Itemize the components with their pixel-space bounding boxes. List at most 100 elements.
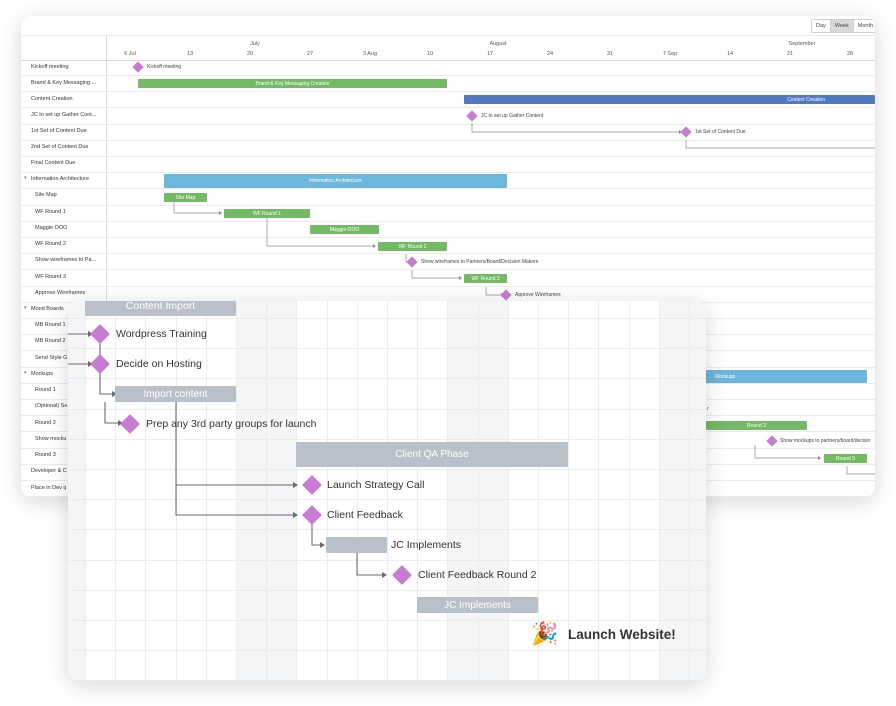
grid-col-line (598, 301, 600, 681)
grid-col-line (477, 301, 479, 681)
task-label[interactable]: Mood Boards (31, 306, 64, 312)
collapse-caret-icon[interactable]: ▾ (24, 305, 27, 311)
row-line (21, 172, 875, 174)
grid-col-line (266, 301, 268, 681)
group-bar[interactable]: Mockups (706, 370, 867, 383)
task-label[interactable]: Round 2 (35, 420, 56, 426)
zoom-day-button[interactable]: Day (812, 20, 831, 32)
phase-bar[interactable]: Client QA Phase (296, 442, 568, 467)
grid-col-line (236, 301, 237, 681)
milestone-label: JC to set up Gather Content (481, 113, 544, 119)
row-line (21, 285, 875, 287)
task-label[interactable]: WF Round 3 (35, 274, 66, 280)
task-bar[interactable] (326, 537, 387, 553)
zoom-week-button[interactable]: Week (830, 20, 854, 32)
task-label[interactable]: Final Content Due (31, 160, 76, 166)
month-label: September (788, 41, 816, 47)
collapse-caret-icon[interactable]: ▾ (24, 175, 27, 181)
milestone-label: Client Feedback Round 2 (418, 569, 537, 581)
row-line (21, 253, 875, 255)
milestone-label: Wordpress Training (116, 328, 207, 340)
grid-col-line (658, 301, 660, 681)
day-label: 17 (486, 51, 494, 57)
grid-col-line (447, 301, 449, 681)
grid-col-line (538, 301, 539, 681)
task-bar[interactable]: Brand & Key Messaging Creation (138, 79, 447, 88)
task-bar-label: JC Implements (391, 539, 462, 551)
task-bar[interactable]: Import content (115, 386, 236, 402)
row-line (21, 91, 875, 93)
grid-col-line (356, 301, 358, 681)
header-bottom-divider (21, 60, 875, 61)
task-label[interactable]: WF Round 1 (35, 209, 66, 215)
dependency-lines (173, 123, 875, 475)
task-bar[interactable]: Round 2 (706, 421, 807, 430)
task-label[interactable]: WF Round 2 (35, 241, 66, 247)
task-bar[interactable]: WF Round 1 (224, 209, 310, 218)
grid-col-line (417, 301, 419, 681)
task-label[interactable]: Approve Wireframes (35, 290, 86, 296)
row-line (21, 237, 875, 238)
milestone-label: Client Feedback (327, 509, 403, 521)
grid-col-line (326, 301, 328, 681)
task-label[interactable]: Content Creation (31, 96, 73, 102)
day-label: 10 (426, 51, 434, 57)
task-label[interactable]: Round 3 (35, 452, 56, 458)
task-bar[interactable]: Site Map (164, 193, 207, 202)
task-bar[interactable]: Content Creation (464, 95, 875, 104)
day-label: 7 Sep (662, 51, 678, 57)
day-label: 13 (186, 51, 194, 57)
task-label[interactable]: MB Round 1 (35, 322, 66, 328)
milestone-label: Show wireframes to Partners/Board/Decisi… (421, 259, 539, 265)
grid-col-line (85, 301, 86, 681)
milestone-label: 1st Set of Content Due (695, 129, 746, 135)
task-label[interactable]: Mockups (31, 371, 54, 377)
collapse-caret-icon[interactable]: ▾ (24, 370, 27, 376)
task-label[interactable]: JC to set up Gather Cont... (31, 112, 97, 118)
row-line (21, 75, 875, 76)
task-label[interactable]: Kickoff meeting (31, 64, 69, 70)
milestone-label: Approve Wireframes (515, 292, 561, 298)
task-label[interactable]: Brand & Key Messaging ... (31, 80, 97, 86)
grid-col-line (115, 301, 117, 681)
gantt-window-front: Content Import Wordpress Training Decide… (68, 301, 706, 681)
task-bar[interactable]: Maggie OOO (310, 225, 379, 234)
group-bar[interactable]: Information Architecture (164, 174, 507, 188)
task-bar[interactable]: Content Import (85, 301, 236, 316)
zoom-toggle: Day Week Month (811, 19, 875, 33)
task-label[interactable]: 1st Set of Content Due (31, 128, 87, 134)
milestone-label: Kickoff meeting (147, 64, 182, 70)
day-label: 27 (306, 51, 314, 57)
task-bar[interactable]: Round 3 (824, 454, 867, 463)
grid-col-line (205, 301, 207, 681)
zoom-month-button[interactable]: Month (853, 20, 875, 32)
task-label[interactable]: (Optional) Se (35, 403, 68, 409)
day-label: 20 (246, 51, 254, 57)
grid-col-line (296, 301, 298, 681)
milestone-label: Decide on Hosting (116, 358, 202, 370)
row-line (21, 220, 875, 222)
row-line (21, 123, 875, 125)
task-label[interactable]: Maggie OOO (35, 225, 68, 231)
task-label[interactable]: Show wireframes to Pa... (35, 257, 97, 263)
dependency-lines (68, 331, 387, 578)
task-label[interactable]: Developer & C (31, 468, 67, 474)
task-label[interactable]: Round 1 (35, 387, 56, 393)
day-label: 31 (606, 51, 614, 57)
milestone-label: Prep any 3rd party groups for launch (146, 418, 317, 430)
task-label[interactable]: Site Map (35, 192, 57, 198)
task-label[interactable]: Show mocku (35, 436, 67, 442)
task-label[interactable]: MB Round 2 (35, 338, 66, 344)
day-label: 24 (546, 51, 554, 57)
task-bar[interactable]: WF Round 3 (464, 274, 507, 283)
task-bar[interactable]: JC Implements (417, 597, 538, 613)
month-label: July (250, 41, 260, 47)
task-label[interactable]: Send Style G (35, 355, 68, 361)
party-popper-icon: 🎉 (531, 621, 559, 646)
task-label[interactable]: 2nd Set of Content Due (31, 144, 89, 150)
day-label: 14 (726, 51, 734, 57)
task-label[interactable]: Place in Dev q (31, 485, 67, 491)
weekend-shade (68, 301, 85, 681)
task-bar[interactable]: WF Round 2 (378, 242, 447, 251)
task-label[interactable]: Information Architecture (31, 176, 90, 182)
